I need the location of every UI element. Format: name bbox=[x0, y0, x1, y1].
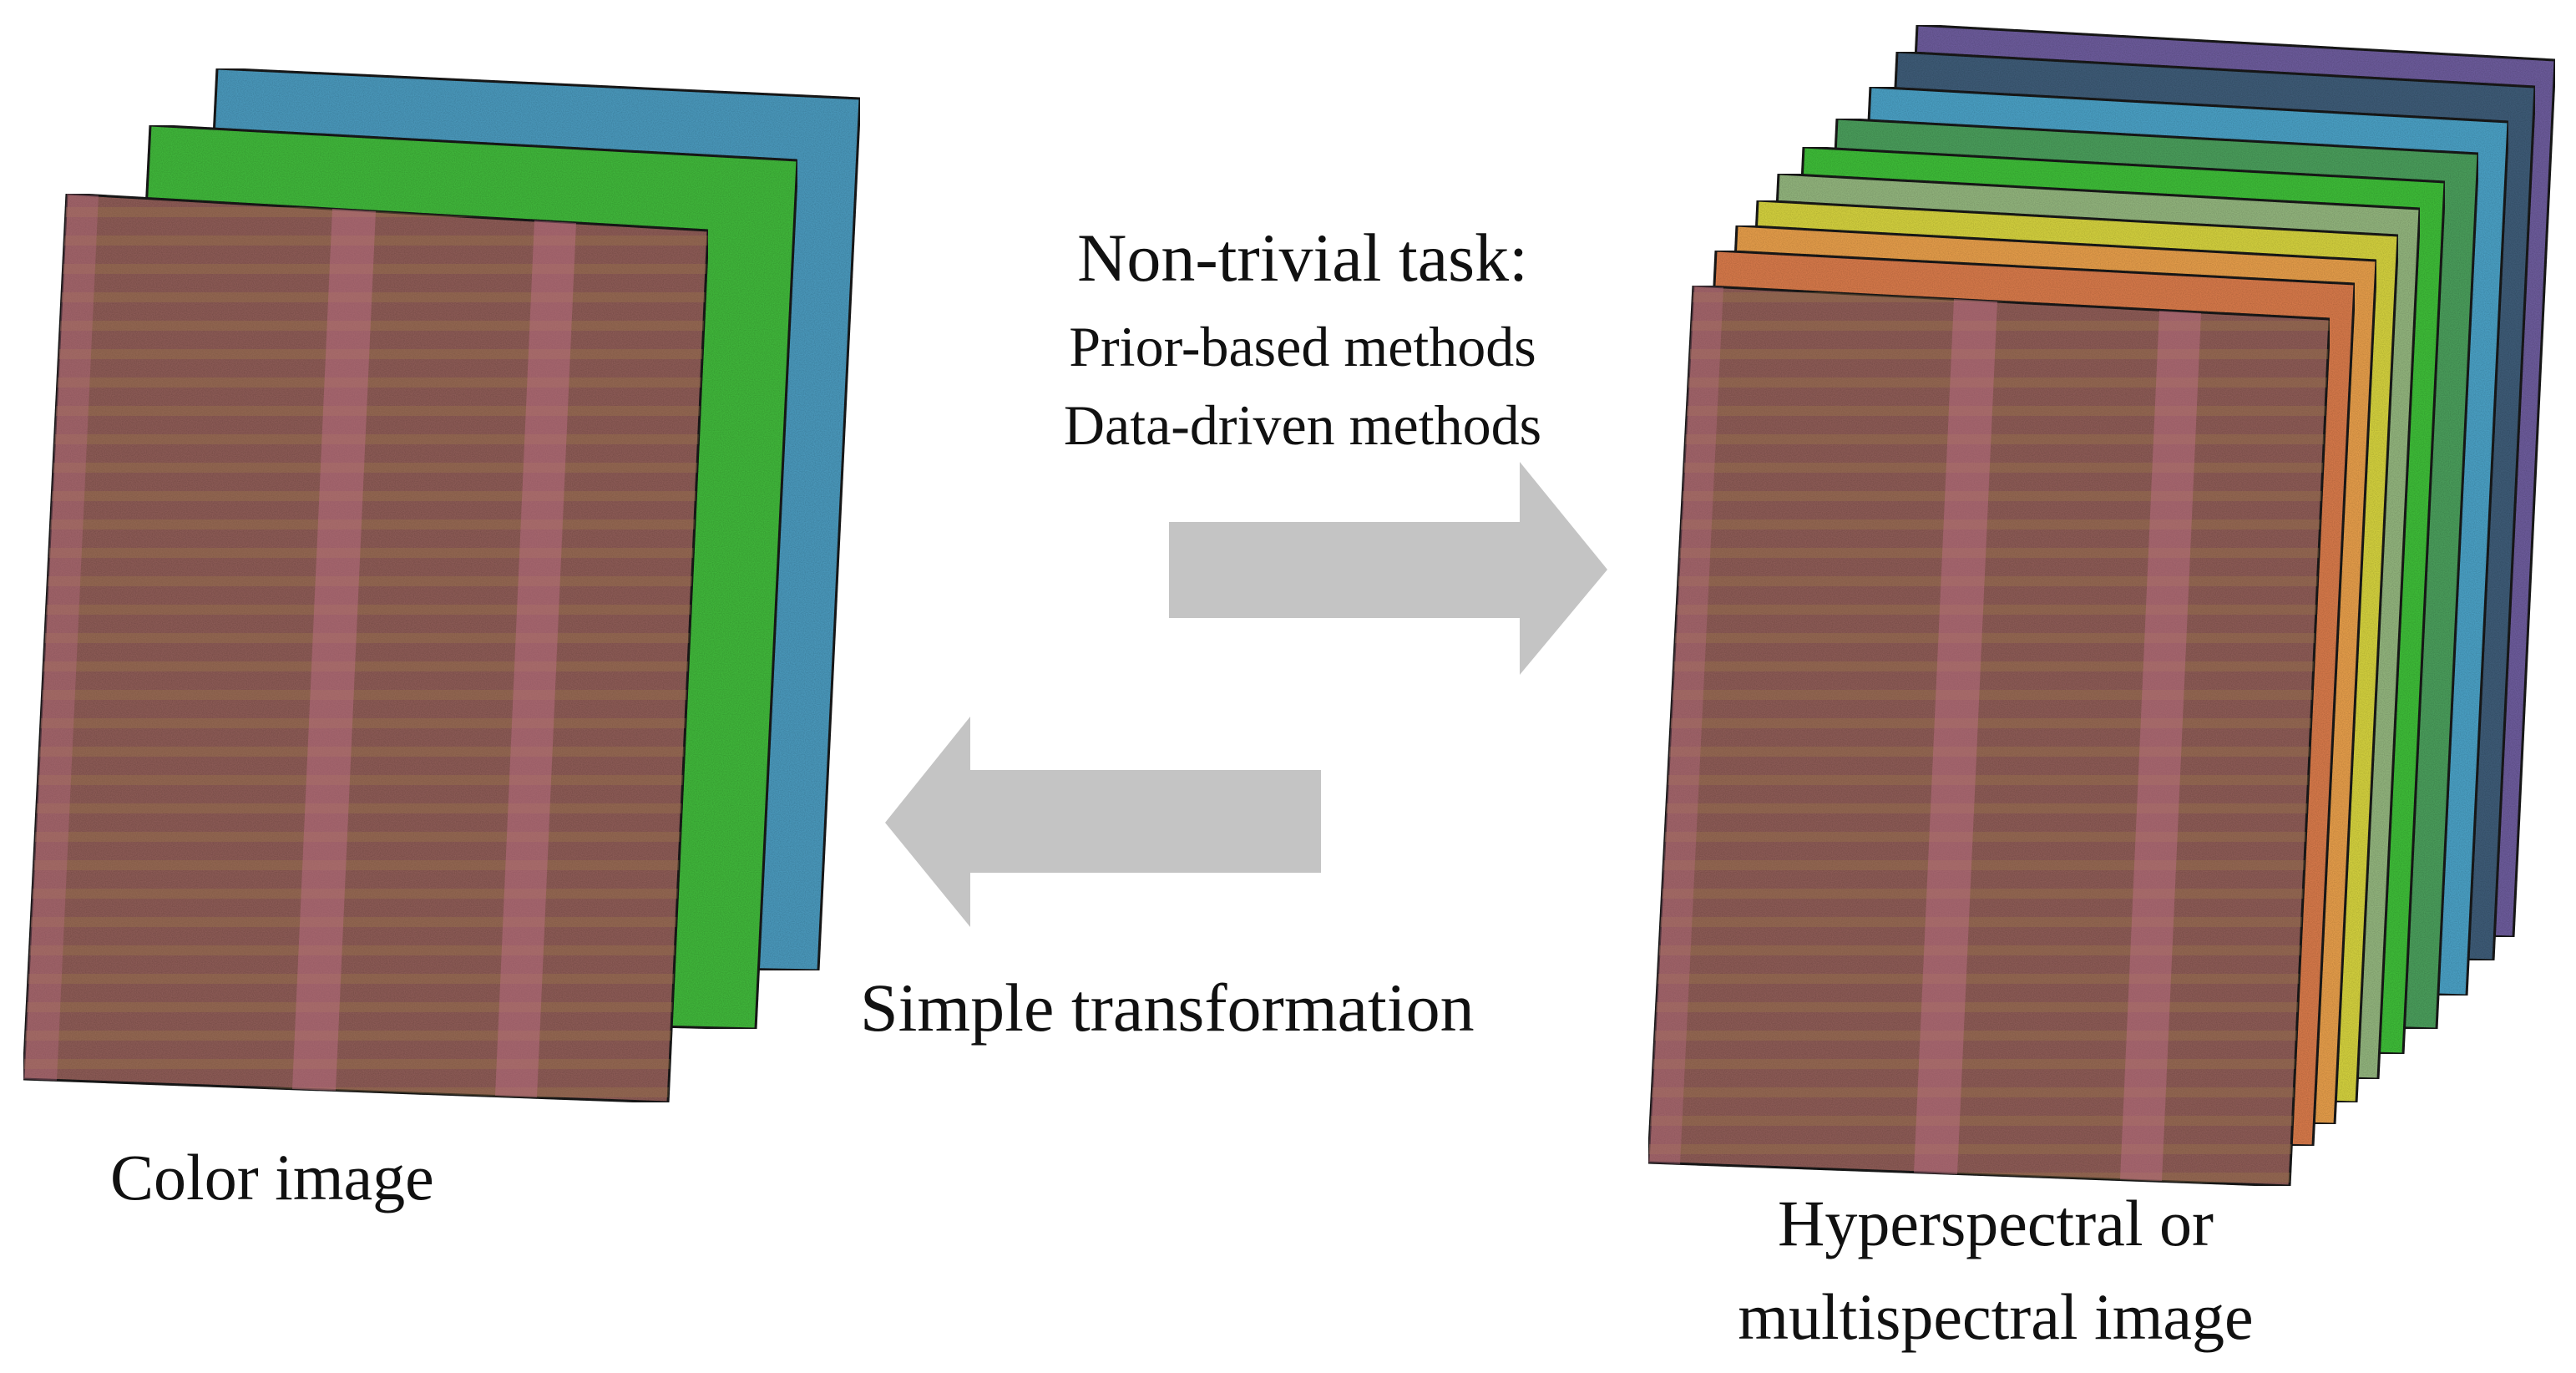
data-driven-methods-label: Data-driven methods bbox=[1063, 393, 1542, 457]
band-plane-front bbox=[1647, 284, 2331, 1188]
hyperspectral-label-line2: multispectral image bbox=[1738, 1280, 2254, 1353]
left-arrow-icon bbox=[885, 717, 1321, 927]
color-plane-red bbox=[22, 192, 710, 1104]
hyperspectral-label-line1: Hyperspectral or bbox=[1778, 1187, 2214, 1259]
task-title-label: Non-trivial task: bbox=[1077, 220, 1528, 296]
simple-transformation-label: Simple transformation bbox=[860, 970, 1475, 1046]
prior-based-methods-label: Prior-based methods bbox=[1069, 315, 1536, 378]
hyperspectral-image-stack bbox=[1647, 23, 2557, 1188]
color-image-label: Color image bbox=[110, 1141, 434, 1213]
right-arrow-icon bbox=[1169, 462, 1607, 675]
color-image-stack bbox=[22, 67, 862, 1104]
